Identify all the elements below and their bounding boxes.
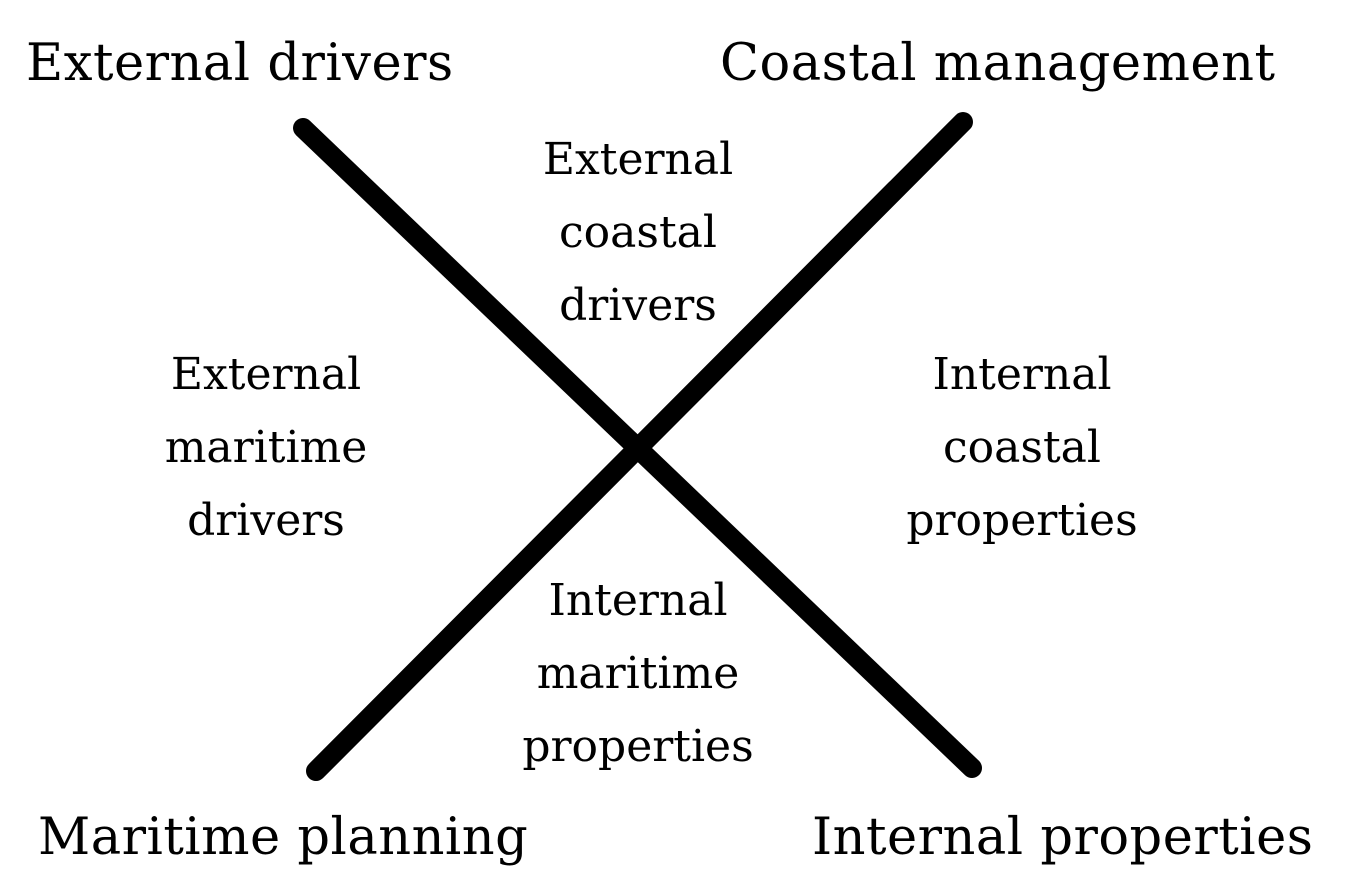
quadrant-label-line: Internal bbox=[548, 575, 728, 626]
corner-label-external-drivers: External drivers bbox=[26, 34, 454, 93]
quadrant-label-line: drivers bbox=[559, 280, 717, 331]
quadrant-label-line: properties bbox=[522, 721, 754, 772]
corner-label-coastal-management: Coastal management bbox=[720, 34, 1276, 93]
quadrant-label-internal-maritime-properties: Internal maritime properties bbox=[478, 564, 798, 783]
quadrant-label-line: External bbox=[542, 134, 734, 185]
quadrant-label-internal-coastal-properties: Internal coastal properties bbox=[862, 338, 1182, 557]
quadrant-label-line: Internal bbox=[932, 349, 1112, 400]
quadrant-label-line: drivers bbox=[187, 495, 345, 546]
quadrant-label-line: maritime bbox=[536, 648, 740, 699]
diagonal-line-ascending bbox=[306, 112, 973, 781]
corner-label-internal-properties: Internal properties bbox=[812, 808, 1314, 867]
corner-label-maritime-planning: Maritime planning bbox=[38, 808, 529, 867]
quadrant-label-line: coastal bbox=[559, 207, 717, 258]
quadrant-label-line: External bbox=[170, 349, 362, 400]
quadrant-label-external-coastal-drivers: External coastal drivers bbox=[478, 123, 798, 342]
quadrant-label-line: coastal bbox=[943, 422, 1101, 473]
quadrant-label-external-maritime-drivers: External maritime drivers bbox=[106, 338, 426, 557]
quadrant-label-line: maritime bbox=[164, 422, 368, 473]
quadrant-label-line: properties bbox=[906, 495, 1138, 546]
